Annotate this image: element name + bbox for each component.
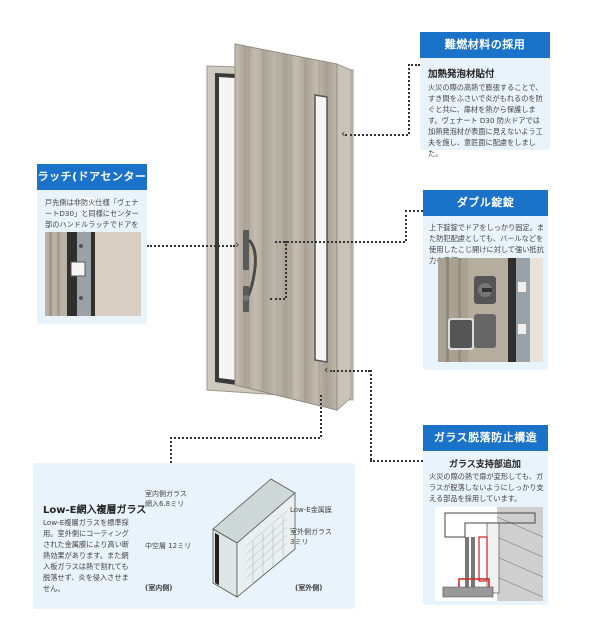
label-outer-glass: 室外側ガラス 3ミリ	[290, 528, 332, 546]
double-lock-photo	[438, 258, 543, 362]
callout-line-lowe-h	[170, 437, 320, 439]
label-metal-film: Low-E金属膜	[290, 506, 332, 514]
label-inner-glass: 室内側ガラス 網入6.8ミリ	[145, 490, 187, 508]
callout-line-lock-h3	[270, 298, 285, 300]
label-outdoor: (室外側)	[295, 584, 323, 592]
label-indoor: (室内側)	[145, 584, 173, 592]
callout-line-lowe-v2	[170, 437, 172, 463]
callout-line-lowe-v	[320, 395, 322, 437]
callout-arrow-glass: ‹	[324, 363, 329, 376]
callout-arrow-latch: ›	[235, 238, 240, 251]
callout-line-fire-h2	[345, 134, 408, 136]
callout-line-fire-h1	[408, 64, 420, 66]
latch-panel: ラッチ(ドアセンター部) 戸先側は非防火仕様「ヴェナートD30」と同様にセンター…	[37, 164, 147, 324]
glass-support-header: ガラス脱落防止構造	[423, 425, 548, 451]
callout-line-glass-top	[330, 370, 370, 372]
door-illustration	[206, 43, 354, 411]
double-lock-header: ダブル錠錠	[423, 190, 548, 216]
glass-support-diagram	[435, 507, 543, 601]
callout-line-lock-v	[405, 210, 407, 241]
fire-material-header: 難燃材料の採用	[420, 32, 550, 58]
label-air-layer: 中空層 12ミリ	[145, 542, 192, 550]
callout-line-fire-v	[408, 64, 410, 134]
callout-arrow-fire: ‹	[341, 127, 346, 140]
double-lock-panel: ダブル錠錠 上下錠錠でドアをしっかり固定。また防犯配慮としても、バールなどを使用…	[423, 190, 548, 370]
latch-photo	[45, 232, 141, 316]
low-e-title: Low-E網入複層ガラス	[43, 505, 147, 516]
low-e-glass-panel: Low-E網入複層ガラス Low-E複層ガラスを標準採用。室外側にコーティングさ…	[33, 463, 355, 609]
low-e-description: Low-E複層ガラスを標準採用。室外側にコーティングされた金属膜により高い断熱効…	[43, 518, 130, 593]
double-lock-image	[438, 258, 543, 362]
low-e-glass-diagram	[212, 478, 296, 598]
callout-line-lock-h1	[275, 241, 405, 243]
callout-line-glass-h	[370, 460, 423, 462]
callout-line-lock-h2	[405, 210, 423, 212]
glass-support-subtitle: ガラス支持部追加	[449, 460, 521, 470]
glass-support-description: 火災の際の熱で扉が変形しても、ガラスが脱落しないようにしっかり支える部品を採用し…	[429, 472, 544, 503]
callout-line-latch	[147, 245, 235, 247]
fire-material-subtitle: 加熱発泡材貼付	[428, 69, 495, 80]
latch-image	[45, 232, 141, 316]
callout-line-lock-v2	[285, 241, 287, 298]
glass-support-panel: ガラス脱落防止構造 ガラス支持部追加 火災の際の熱で扉が変形しても、ガラスが脱落…	[423, 425, 548, 605]
latch-header: ラッチ(ドアセンター部)	[37, 164, 147, 209]
glass-support-cross-section	[435, 507, 543, 601]
callout-line-glass-v	[370, 370, 372, 460]
fire-material-panel: 難燃材料の採用 加熱発泡材貼付 火災の際の高熱で膨張することで、すき間をふさいで…	[420, 32, 550, 158]
fire-material-description: 火災の際の高熱で膨張することで、すき間をふさいで炎がもれるのを防ぐと共に、扉材を…	[428, 83, 543, 158]
